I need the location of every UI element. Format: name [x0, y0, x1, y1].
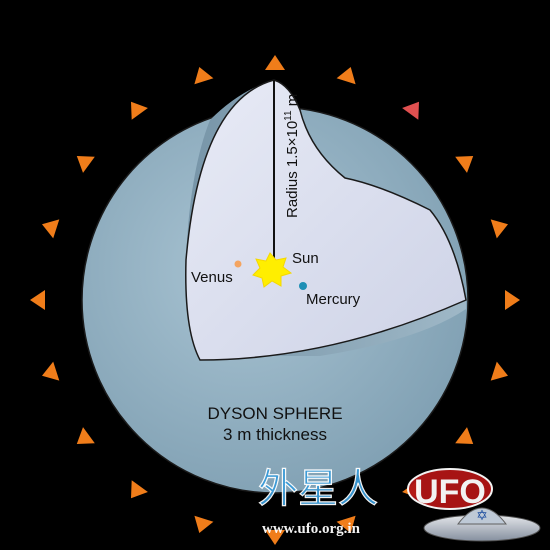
- ufo-watermark: 外星人 UFO www.ufo.org.in ✡: [257, 465, 541, 542]
- photon-arrows: [30, 55, 520, 545]
- photon-arrow-icon: [455, 156, 474, 173]
- photon-arrow-icon: [131, 101, 148, 120]
- svg-text:✡: ✡: [476, 508, 488, 524]
- mercury-dot: [299, 282, 307, 290]
- venus-dot: [234, 260, 242, 268]
- photon-arrow-icon: [30, 290, 45, 310]
- watermark-chinese: 外星人: [258, 466, 378, 512]
- photon-arrow-icon: [265, 55, 285, 70]
- photon-arrow-icon: [336, 515, 356, 533]
- photon-arrow-icon: [42, 219, 60, 239]
- photon-arrow-icon: [76, 156, 95, 173]
- photon-arrow-icon: [76, 427, 95, 444]
- sphere-interior: [185, 79, 467, 361]
- watermark-brand: UFO: [414, 473, 486, 511]
- photon-arrow-icon: [455, 427, 474, 444]
- radius-label: Radius 1.5×1011 m: [283, 94, 301, 218]
- diagram-title: DYSON SPHERE: [207, 404, 342, 423]
- sun-icon: [252, 252, 293, 288]
- diagram-subtitle: 3 m thickness: [223, 425, 327, 444]
- watermark-url: www.ufo.org.in: [262, 521, 361, 537]
- photon-arrow-icon: [265, 530, 285, 545]
- venus-label: Venus: [191, 269, 233, 286]
- photon-arrow-icon: [336, 67, 356, 85]
- photon-arrow-icon: [42, 361, 60, 381]
- photon-arrow-icon: [402, 101, 419, 120]
- photon-arrow-icon: [131, 480, 148, 499]
- sun-label: Sun: [292, 250, 319, 267]
- photon-arrow-icon: [490, 219, 508, 239]
- photon-arrow-icon: [490, 361, 508, 381]
- mercury-label: Mercury: [306, 291, 361, 308]
- photon-arrow-icon: [505, 290, 520, 310]
- photon-arrow-icon: [194, 515, 214, 533]
- photon-arrow-icon: [194, 67, 214, 85]
